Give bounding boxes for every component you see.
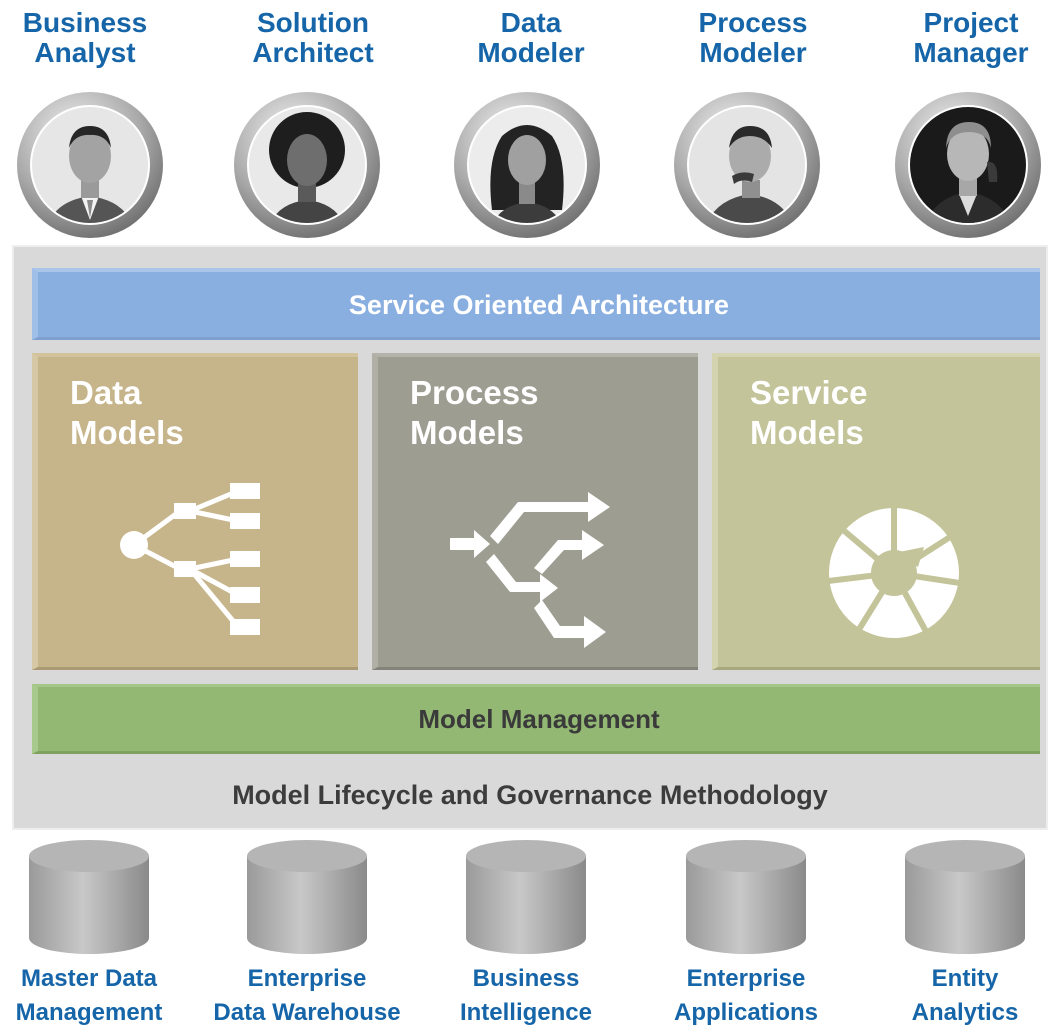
process-models-title: Process Models	[410, 373, 538, 453]
data-models-title: Data Models	[70, 373, 184, 453]
source-label-line2: Analytics	[911, 999, 1019, 1026]
role-business-analyst: Business Analyst	[0, 8, 170, 68]
role-title-line2: Manager	[913, 37, 1029, 68]
source-label-line2: Applications	[673, 999, 818, 1026]
enterprise-applications-database-icon	[686, 840, 806, 954]
source-label-line1: Master Data	[20, 965, 158, 992]
source-master-data-management: Master Data Management	[0, 962, 194, 1030]
tree-diagram-icon	[120, 483, 260, 635]
data-models-box: Data Models	[32, 353, 358, 670]
source-label-line2: Intelligence	[459, 999, 593, 1026]
business-intelligence-database-icon	[466, 840, 586, 954]
role-title-line2: Analyst	[34, 37, 136, 68]
role-title-line2: Architect	[252, 37, 374, 68]
role-project-manager: Project Manager	[886, 8, 1051, 68]
role-title-line2: Modeler	[477, 37, 585, 68]
lifecycle-label: Model Lifecycle and Governance Methodolo…	[232, 780, 828, 810]
source-label-line1: Enterprise	[247, 965, 367, 992]
service-models-title: Service Models	[750, 373, 867, 453]
role-title-line1: Business	[22, 7, 148, 38]
source-enterprise-data-warehouse: Enterprise Data Warehouse	[202, 962, 412, 1030]
segmented-ring-icon	[828, 507, 960, 638]
data-modeler-avatar	[454, 92, 600, 238]
source-label-line1: Enterprise	[686, 965, 806, 992]
process-models-box: Process Models	[372, 353, 698, 670]
source-enterprise-applications: Enterprise Applications	[641, 962, 851, 1030]
branching-arrows-icon	[450, 492, 610, 648]
source-label-line1: Business	[472, 965, 580, 992]
role-title-line2: Modeler	[699, 37, 807, 68]
source-entity-analytics: Entity Analytics	[860, 962, 1051, 1030]
box-title-line2: Models	[70, 414, 184, 451]
role-title-line1: Project	[923, 7, 1019, 38]
master-data-database-icon	[29, 840, 149, 954]
role-solution-architect: Solution Architect	[228, 8, 398, 68]
business-analyst-avatar	[17, 92, 163, 238]
box-title-line1: Data	[70, 374, 142, 411]
project-manager-avatar	[895, 92, 1041, 238]
model-management-bar: Model Management	[32, 684, 1040, 754]
source-business-intelligence: Business Intelligence	[421, 962, 631, 1030]
service-models-box: Service Models	[712, 353, 1040, 670]
role-process-modeler: Process Modeler	[668, 8, 838, 68]
soa-label: Service Oriented Architecture	[348, 290, 730, 320]
solution-architect-avatar	[234, 92, 380, 238]
entity-analytics-database-icon	[905, 840, 1025, 954]
process-modeler-avatar	[674, 92, 820, 238]
source-label-line1: Entity	[931, 965, 999, 992]
role-title-line1: Data	[500, 7, 562, 38]
enterprise-dw-database-icon	[247, 840, 367, 954]
role-title-line1: Process	[698, 7, 808, 38]
model-management-label: Model Management	[418, 704, 660, 734]
source-label-line2: Management	[15, 999, 163, 1026]
box-title-line1: Service	[750, 374, 868, 411]
role-data-modeler: Data Modeler	[446, 8, 616, 68]
soa-bar: Service Oriented Architecture	[32, 268, 1040, 340]
source-label-line2: Data Warehouse	[213, 999, 401, 1026]
box-title-line2: Models	[750, 414, 864, 451]
role-title-line1: Solution	[257, 7, 369, 38]
box-title-line2: Models	[410, 414, 524, 451]
box-title-line1: Process	[410, 374, 539, 411]
